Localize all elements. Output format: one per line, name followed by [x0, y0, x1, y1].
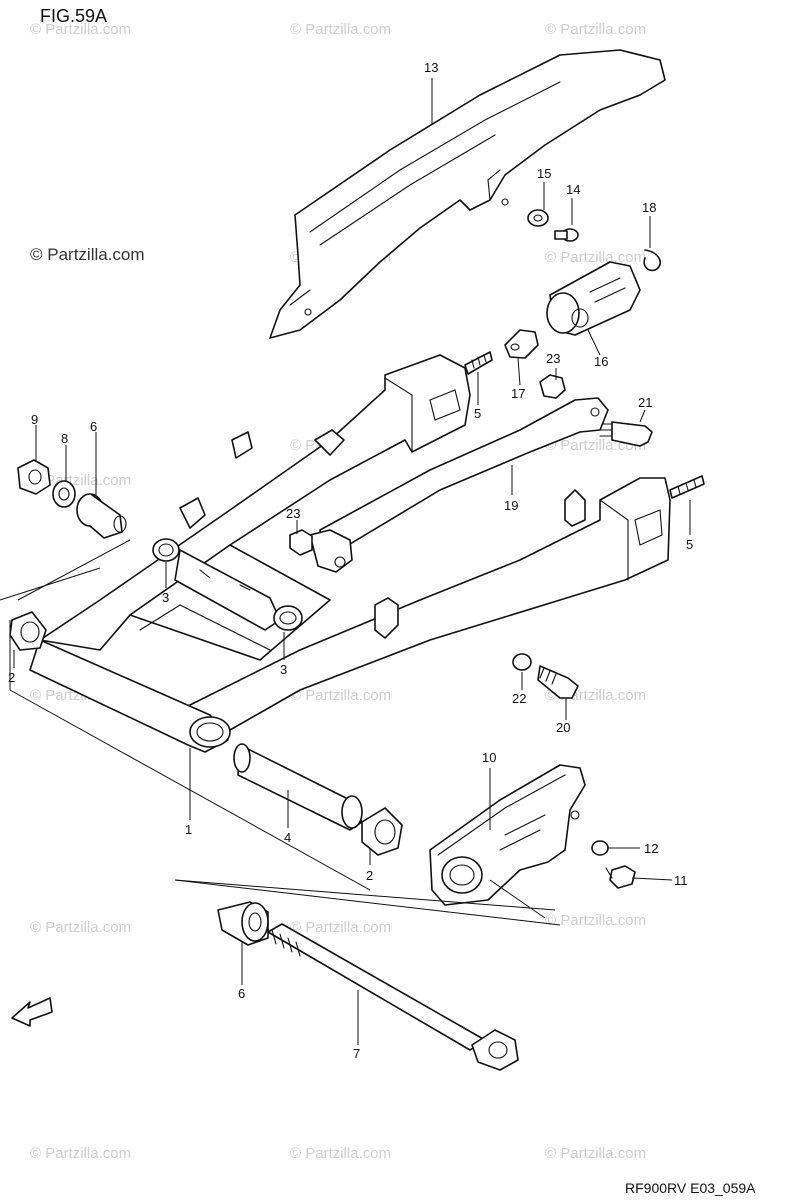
washer-15 — [527, 209, 549, 227]
callout-23-upper: 23 — [546, 351, 560, 366]
callout-19: 19 — [504, 498, 518, 513]
adjuster-bolt-5-upper — [464, 351, 493, 375]
watermark: © Partzilla.com — [290, 1145, 391, 1162]
bearing-3-upper — [152, 538, 180, 562]
bolt-20 — [537, 665, 579, 699]
diagram-code: RF900RV E03_059A — [625, 1180, 756, 1196]
callout-18: 18 — [642, 200, 656, 215]
collar-6-upper — [76, 493, 127, 539]
chain-buffer-10 — [429, 764, 586, 906]
tension-rod-19 — [309, 397, 609, 573]
watermark: © Partzilla.com — [545, 249, 646, 266]
forward-arrow-icon — [11, 997, 53, 1027]
callout-17: 17 — [511, 386, 525, 401]
adjuster-bolt-5-lower — [669, 475, 705, 499]
callout-12: 12 — [644, 841, 658, 856]
callout-11: 11 — [674, 873, 688, 888]
watermark: © Partzilla.com — [30, 21, 131, 38]
pivot-shaft-7 — [267, 923, 519, 1071]
watermark: © Partzilla.com — [545, 21, 646, 38]
callout-10: 10 — [482, 750, 496, 765]
swingarm-1 — [29, 354, 671, 753]
callout-7: 7 — [353, 1046, 360, 1061]
callout-15: 15 — [537, 166, 551, 181]
callout-9: 9 — [31, 412, 38, 427]
watermark: © Partzilla.com — [290, 919, 391, 936]
washer-8 — [52, 480, 76, 508]
bearing-3-lower — [273, 605, 303, 631]
callout-6-lower: 6 — [238, 986, 245, 1001]
chain-adjuster-16 — [546, 261, 641, 336]
callout-labels: 13 15 14 18 16 17 23 21 5 19 5 23 9 8 6 … — [8, 60, 693, 1061]
callout-4: 4 — [284, 830, 291, 845]
watermark: © Partzilla.com — [30, 919, 131, 936]
callout-13: 13 — [424, 60, 438, 75]
chain-cover — [269, 49, 666, 339]
callout-3-lower: 3 — [280, 662, 287, 677]
washer-22 — [512, 653, 532, 671]
nut-23-upper — [539, 374, 566, 399]
callout-14: 14 — [566, 182, 580, 197]
callout-22: 22 — [512, 691, 526, 706]
callout-1: 1 — [185, 822, 192, 837]
callout-16: 16 — [594, 354, 608, 369]
callout-5-lower: 5 — [686, 537, 693, 552]
callout-2-right: 2 — [366, 868, 373, 883]
plug-17 — [504, 329, 539, 359]
watermark: © Partzilla.com — [290, 687, 391, 704]
collar-12 — [591, 840, 609, 856]
callout-6-upper: 6 — [90, 419, 97, 434]
watermark: © Partzilla.com — [290, 21, 391, 38]
nut-23-lower — [289, 529, 313, 556]
callout-23-lower: 23 — [286, 506, 300, 521]
bolt-11 — [605, 865, 636, 889]
callout-5-upper: 5 — [474, 406, 481, 421]
watermark: © Partzilla.com — [30, 1145, 131, 1162]
callout-3-upper: 3 — [162, 590, 169, 605]
leader-lines — [13, 78, 691, 1045]
figure-title: FIG.59A — [40, 6, 107, 26]
watermark: © Partzilla.com — [545, 912, 646, 929]
callout-2-left: 2 — [8, 670, 15, 685]
bearing-2-right — [361, 807, 403, 856]
nut-9 — [17, 459, 51, 495]
clip-18 — [643, 249, 661, 272]
callout-8: 8 — [61, 431, 68, 446]
callout-20: 20 — [556, 720, 570, 735]
watermark: © Partzilla.com — [545, 1145, 646, 1162]
bearing-2-left — [9, 611, 47, 651]
collar-6-lower — [217, 901, 269, 946]
callout-21: 21 — [638, 395, 652, 410]
bolt-14 — [554, 228, 579, 242]
copyright-notice: © Partzilla.com — [30, 245, 145, 264]
group-lines — [0, 539, 561, 926]
spacer-4 — [233, 743, 363, 831]
